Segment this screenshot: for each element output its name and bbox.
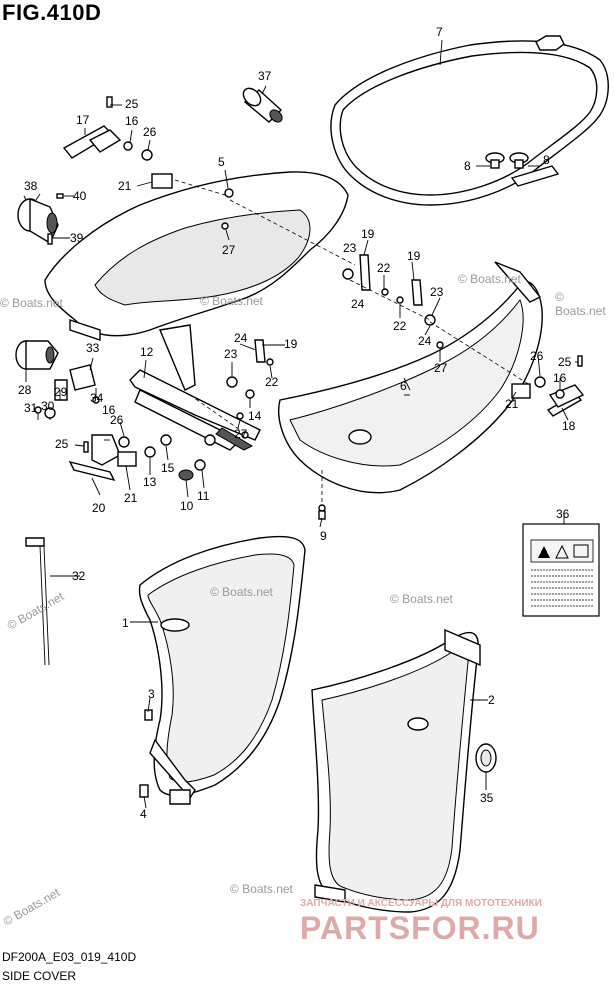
callout-27-b: 27 [434,361,448,375]
watermark-3: © Boats.net [458,272,521,286]
callout-24-c: 24 [234,331,248,345]
callout-8-left: 8 [464,159,471,173]
callout-14: 14 [248,409,262,423]
callout-3: 3 [148,687,155,701]
part-28-boot[interactable] [15,340,59,370]
part-20-latch-handle[interactable] [68,434,121,482]
callout-38: 38 [24,179,38,193]
callout-22-c: 22 [265,375,279,389]
callout-22-a: 22 [377,261,391,275]
callout-30: 30 [41,399,55,413]
part-5-upper-rear-cover[interactable] [44,171,349,391]
callout-5: 5 [218,155,225,169]
watermark-2: © Boats.net [200,294,263,308]
callout-23-c: 23 [224,347,238,361]
part-1-side-panel[interactable] [138,535,306,805]
callout-37: 37 [258,69,272,83]
part-21-latch-c[interactable] [117,451,137,467]
part-6-side-cover[interactable] [278,261,543,494]
watermark-4: © Boats.net [555,290,606,318]
watermark-9: © Boats.net [230,882,293,896]
brand-name: PARTSFOR.RU [300,910,540,946]
callout-25-c: 25 [55,437,69,451]
part-8-plug-right[interactable] [509,152,529,169]
assembly-lines [174,179,531,505]
callout-19-c: 19 [284,337,298,351]
callout-25-a: 25 [125,97,139,111]
callout-26-a: 26 [143,125,157,139]
callout-12: 12 [140,345,154,359]
callout-13: 13 [143,475,157,489]
part-38-boot[interactable] [17,197,59,245]
footer-code: DF200A_E03_019_410D [2,950,137,964]
callout-32: 32 [72,569,86,583]
callout-21-c: 21 [124,491,138,505]
figure-title: FIG.410D [2,0,102,25]
callout-39: 39 [70,231,84,245]
watermark-1: © Boats.net [0,296,63,310]
callout-8-right: 8 [543,153,550,167]
callout-22-b: 22 [393,319,407,333]
watermark-6: © Boats.net [210,585,273,599]
callout-35: 35 [480,791,494,805]
callout-24-a: 24 [351,297,365,311]
callout-18: 18 [562,419,576,433]
part-37-grommet[interactable] [240,85,285,125]
callout-28: 28 [18,383,32,397]
brand-tagline: ЗАПЧАСТИ И АКСЕССУАРЫ ДЛЯ МОТОТЕХНИКИ [300,898,542,909]
callout-26-c: 26 [110,413,124,427]
callout-27-a: 27 [222,243,236,257]
callout-11: 11 [197,489,210,503]
callout-31: 31 [24,401,38,415]
callout-2: 2 [488,693,495,707]
part-7-seal[interactable] [330,35,609,206]
callout-labels: 7 8 8 37 25 17 16 26 5 21 38 40 39 27 19… [18,25,576,821]
part-36-caution-label[interactable] [522,523,600,617]
leader-lines [23,39,578,809]
part-18-latch-handle[interactable] [546,384,585,417]
callout-4: 4 [140,807,147,821]
callout-16-c: 16 [102,403,116,417]
callout-15: 15 [161,461,175,475]
part-32-cable-tie[interactable] [25,537,50,666]
callout-10: 10 [180,499,194,513]
callout-29: 29 [54,385,68,399]
callout-23-a: 23 [343,241,357,255]
callout-21-b: 21 [505,397,519,411]
callout-20: 20 [92,501,106,515]
callout-27-c: 27 [234,427,248,441]
callout-19-a: 19 [361,227,375,241]
part-17-latch-handle[interactable] [62,125,122,159]
part-8-plug-left[interactable] [485,152,505,169]
callout-9: 9 [320,529,327,543]
footer-section-name: SIDE COVER [2,969,77,983]
callout-26-b: 26 [530,349,544,363]
part-35-grommet[interactable] [475,743,497,773]
callout-23-b: 23 [430,285,444,299]
watermark-7: © Boats.net [390,592,453,606]
callout-40: 40 [73,189,87,203]
callout-16-b: 16 [553,371,567,385]
callout-21-a: 21 [118,179,132,193]
callout-24-b: 24 [418,334,432,348]
callout-19-b: 19 [407,249,421,263]
callout-1: 1 [122,616,129,630]
callout-6: 6 [400,379,407,393]
small-hardware [34,96,583,798]
part-21-latch-b[interactable] [511,383,531,399]
part-2-side-panel[interactable] [311,628,481,913]
callout-34: 34 [90,391,104,405]
callout-36: 36 [556,507,570,521]
callout-25-b: 25 [558,355,572,369]
part-21-latch-a[interactable] [151,173,173,189]
callout-7: 7 [436,25,443,39]
callout-17: 17 [76,113,90,127]
callout-16-a: 16 [125,114,139,128]
callout-33: 33 [86,341,100,355]
part-12-bracket[interactable] [129,369,261,451]
part-7-seal-tail [510,165,560,187]
